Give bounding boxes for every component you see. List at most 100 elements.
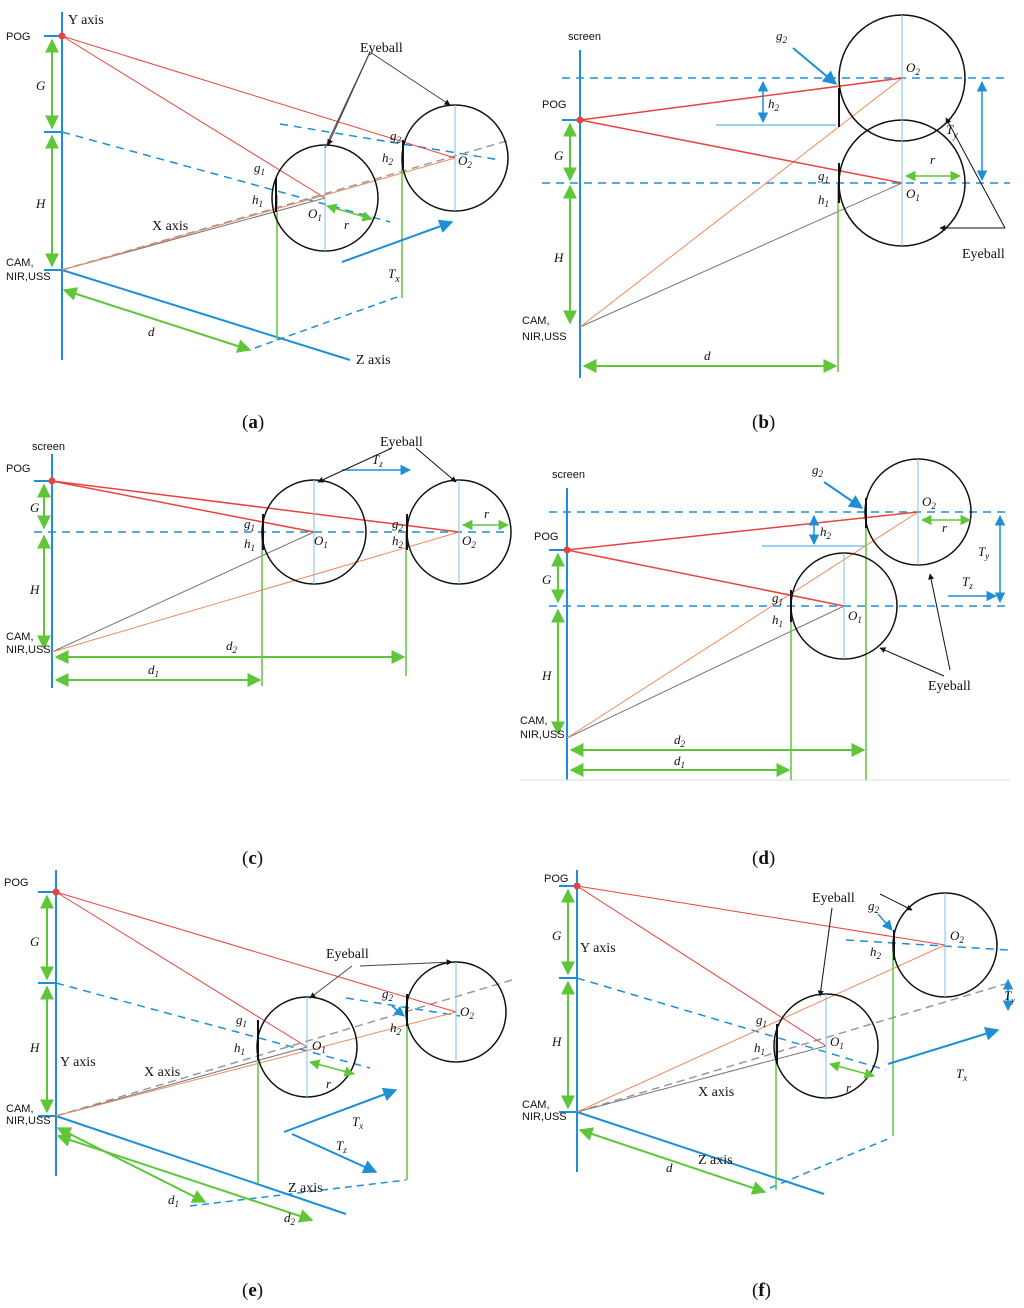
x-axis-label: X axis — [698, 1085, 734, 1100]
gaze-line-1 — [61, 35, 326, 199]
eyeball-pointer-1 — [817, 907, 833, 997]
y-axis-label: Y axis — [68, 13, 104, 28]
caption-f: (f) — [752, 1280, 771, 1301]
g1-label: g1 — [254, 160, 265, 177]
d2-label: d2 — [674, 732, 686, 749]
tx-label: Tx — [388, 266, 400, 285]
pog-label: POG — [542, 99, 566, 111]
tz-label: Tz — [336, 1138, 347, 1155]
tz-arrow — [291, 1133, 378, 1174]
screen-label: screen — [568, 31, 601, 43]
h-label: H — [29, 582, 40, 597]
r-dimension — [308, 1059, 356, 1077]
o1-label: O1 — [848, 608, 862, 625]
cam-label-2: NIR,USS — [522, 1111, 567, 1123]
horizontal-dashed-1 — [55, 982, 371, 1069]
o2-label: O2 — [460, 1004, 474, 1021]
tx-label: Tx — [956, 1066, 967, 1083]
gaze-line-2 — [51, 480, 460, 533]
tz-label: Tz — [372, 452, 383, 469]
o1-label: O1 — [906, 186, 920, 203]
gaze-line-2 — [55, 891, 457, 1013]
ty-label: Ty — [946, 122, 958, 141]
pog-label: POG — [534, 531, 558, 543]
z-axis-label: Z axis — [698, 1153, 733, 1168]
panel-d: screen POG G H CAM, NIR,USS Eyeball r d2… — [520, 458, 1010, 869]
eyeball-label: Eyeball — [326, 947, 369, 962]
r-label: r — [942, 520, 948, 535]
ty-label: Ty — [1004, 988, 1015, 1005]
o1-label: O1 — [308, 206, 322, 223]
h-label: H — [29, 1040, 40, 1055]
h-label: H — [553, 250, 564, 265]
h1-label: h1 — [818, 192, 829, 209]
caption-e: (e) — [242, 1280, 263, 1301]
pog-label: POG — [544, 873, 568, 885]
cam-label-2: NIR,USS — [6, 1115, 51, 1127]
h2-label: h2 — [768, 96, 780, 113]
g2-label: g2 — [812, 462, 824, 479]
g-label: G — [30, 500, 40, 515]
h2-label: h2 — [870, 944, 882, 961]
g2-pointer — [877, 913, 893, 931]
ray-orange — [566, 511, 919, 739]
ray-grey — [51, 531, 315, 653]
ty-label: Ty — [978, 544, 989, 561]
tx-arrow — [283, 1087, 398, 1133]
eyeball-pointer-2 — [415, 447, 457, 483]
ray-grey — [566, 605, 845, 739]
g2-pointer — [823, 481, 864, 509]
d1-dimension — [56, 1127, 207, 1203]
g-label: G — [542, 572, 552, 587]
d-label: d — [704, 348, 711, 363]
h-label: H — [35, 196, 46, 211]
d2-label: d2 — [226, 638, 238, 655]
g2-pointer — [792, 47, 838, 85]
eyeball-pointer-1 — [317, 447, 393, 483]
eyeball-label: Eyeball — [380, 435, 423, 450]
caption-a: (a) — [242, 412, 264, 433]
h-label: H — [541, 668, 552, 683]
g2-label: g2 — [382, 986, 394, 1003]
eyeball-pointer-2 — [879, 893, 913, 911]
o2-label: O2 — [462, 533, 476, 550]
panel-e: POG G H Y axis CAM, NIR,USS X axis Z axi… — [4, 870, 513, 1301]
h2-label: h2 — [390, 1020, 402, 1037]
x-axis-dashed — [55, 979, 513, 1117]
cam-label-1: CAM, — [6, 257, 34, 269]
gaze-line-1 — [579, 119, 903, 184]
r-label: r — [846, 1080, 852, 1095]
x-axis-label: X axis — [152, 219, 188, 234]
cam-label-2: NIR,USS — [522, 331, 567, 343]
x-axis-dashed — [576, 981, 1013, 1113]
gaze-line-1 — [566, 549, 845, 607]
ray-to-o2-orange — [55, 1011, 457, 1117]
pog-point — [563, 546, 571, 554]
pog-label: POG — [6, 463, 30, 475]
gaze-line-2 — [576, 885, 946, 946]
h-label: H — [551, 1034, 562, 1049]
cam-label-1: CAM, — [6, 1103, 34, 1115]
d2-label: d2 — [284, 1210, 296, 1227]
h1-label: h1 — [234, 1040, 245, 1057]
o2-label: O2 — [458, 153, 472, 170]
d-label: d — [666, 1160, 673, 1175]
y-axis-label: Y axis — [580, 941, 616, 956]
eyeball-pointer-1 — [309, 965, 353, 999]
eyeball-label: Eyeball — [928, 679, 971, 694]
g1-label: g1 — [818, 168, 829, 185]
eyeball-pointer-2 — [879, 647, 945, 677]
gaze-line-2 — [579, 77, 903, 121]
r-label: r — [930, 152, 936, 167]
screen-label: screen — [32, 441, 65, 453]
pog-label: POG — [4, 877, 28, 889]
tx-label: Tx — [352, 1114, 363, 1131]
o1-label: O1 — [830, 1034, 844, 1051]
z-axis-line — [61, 269, 351, 361]
h1-label: h1 — [772, 612, 783, 629]
z-axis-dashed — [769, 1137, 891, 1189]
gaze-line-1 — [576, 885, 827, 1047]
horizontal-dashed-1 — [61, 131, 391, 223]
cam-label-2: NIR,USS — [6, 271, 51, 283]
